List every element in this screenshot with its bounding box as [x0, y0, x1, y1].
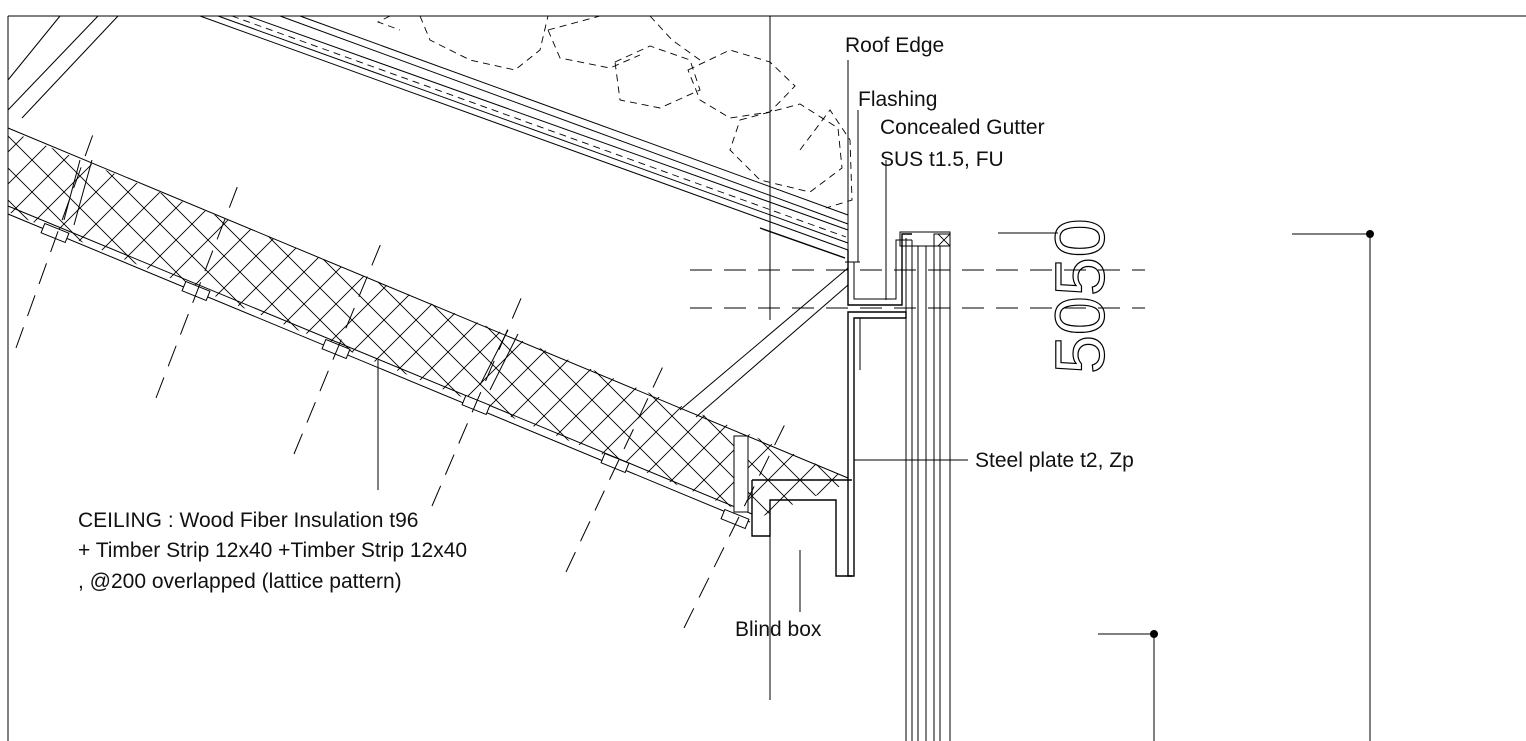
- ceiling-insulation: [7, 127, 852, 523]
- label-roof-edge: Roof Edge: [845, 34, 944, 57]
- glazing-mullion: [899, 231, 951, 741]
- label-flashing: Flashing: [858, 88, 937, 111]
- label-concealed-gutter: Concealed Gutter: [880, 116, 1045, 139]
- label-blind-box: Blind box: [735, 618, 822, 641]
- roof-truss-members: [7, 15, 849, 418]
- leader-lines: [377, 60, 968, 700]
- rafter-centerlines: [15, 125, 789, 629]
- timber-strips: [40, 222, 750, 530]
- level-marker-dot-upper: [1366, 230, 1374, 238]
- label-ceiling-2: + Timber Strip 12x40 +Timber Strip 12x40: [78, 539, 467, 562]
- label-gutter-spec: SUS t1.5, FU: [880, 148, 1004, 171]
- level-markers: [1098, 230, 1374, 741]
- reference-lines: [690, 232, 1145, 309]
- label-steel-plate: Steel plate t2, Zp: [975, 449, 1134, 472]
- rafter-sections: [63, 159, 749, 513]
- level-marker-dot-lower: [1150, 630, 1158, 638]
- label-ceiling-1: CEILING : Wood Fiber Insulation t96: [78, 509, 418, 532]
- dimension-value: 5050: [1041, 218, 1119, 374]
- gravel-ballast: [376, 15, 853, 209]
- roof-build-up: [199, 15, 849, 259]
- label-ceiling-3: , @200 overlapped (lattice pattern): [78, 570, 402, 593]
